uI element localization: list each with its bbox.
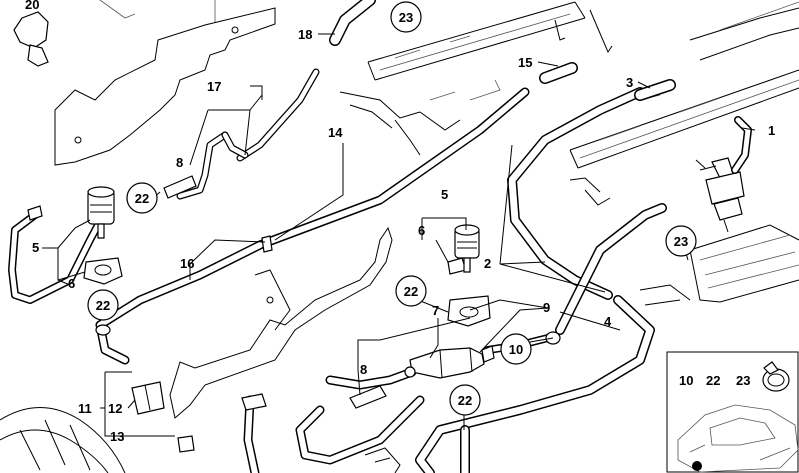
callout-12: 12 (108, 401, 122, 416)
callout-7: 7 (432, 303, 439, 318)
circled-23-top: 23 (390, 1, 422, 33)
callout-15: 15 (518, 55, 532, 70)
svg-text:22: 22 (96, 298, 110, 313)
circled-10: 10 (500, 333, 532, 365)
hose-group (8, 0, 752, 473)
callout-4: 4 (604, 314, 612, 329)
inset-label-10: 10 (679, 373, 693, 388)
callout-13: 13 (110, 429, 124, 444)
svg-text:10: 10 (509, 342, 523, 357)
svg-text:23: 23 (399, 10, 413, 25)
circled-22-bottom: 22 (449, 384, 481, 416)
inset-label-22: 22 (706, 373, 720, 388)
callout-2: 2 (484, 256, 491, 271)
circled-23-right: 23 (665, 225, 697, 257)
parts-group (0, 11, 561, 473)
inset-label-23: 23 (736, 373, 750, 388)
callout-9: 9 (543, 300, 550, 315)
upper-bracket (54, 0, 276, 166)
callout-16: 16 (180, 256, 194, 271)
leader-lines (42, 33, 756, 437)
svg-text:22: 22 (135, 191, 149, 206)
callout-20: 20 (25, 0, 39, 12)
callout-6-left: 6 (68, 276, 75, 291)
car-silhouette-icon (677, 404, 799, 473)
callout-8-lower: 8 (360, 362, 367, 377)
fuel-rail-assembly (339, 1, 799, 306)
circled-callouts: 23 22 23 22 22 10 22 (87, 1, 697, 416)
inset-panel: 10 22 23 (666, 351, 799, 473)
callout-5-center: 5 (441, 187, 448, 202)
hose-clamp-icon (762, 361, 790, 392)
circled-22-center: 22 (395, 275, 427, 307)
callout-18: 18 (298, 27, 312, 42)
lower-bracket (169, 226, 393, 419)
callout-17: 17 (207, 79, 221, 94)
svg-text:22: 22 (404, 284, 418, 299)
callout-1: 1 (768, 123, 775, 138)
callout-11: 11 (78, 401, 92, 416)
callout-14: 14 (328, 125, 343, 140)
circled-22-left: 22 (87, 289, 119, 321)
circled-22-upper-left: 22 (126, 182, 158, 214)
callout-8-upper: 8 (176, 155, 183, 170)
svg-text:22: 22 (458, 393, 472, 408)
svg-text:23: 23 (674, 234, 688, 249)
callout-6-center: 6 (418, 223, 425, 238)
callout-3: 3 (626, 75, 633, 90)
callout-5-left: 5 (32, 240, 39, 255)
callout-numbers: 20 18 17 15 3 1 14 8 5 6 16 5 6 2 9 4 7 … (25, 0, 775, 444)
